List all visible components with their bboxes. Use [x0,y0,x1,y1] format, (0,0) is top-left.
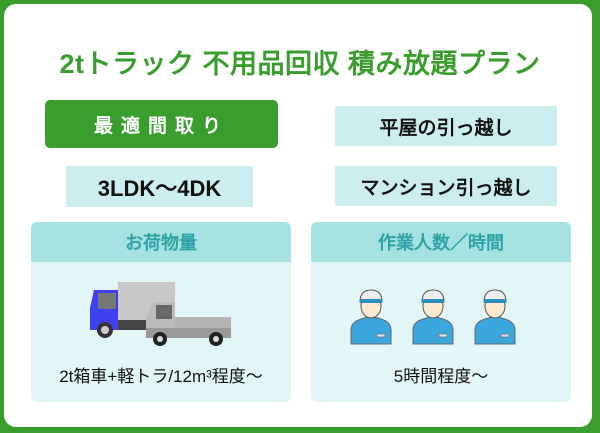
plan-title: 2tトラック 不用品回収 積み放題プラン [59,49,541,79]
workers-card: 作業人数／時間 5時間程度〜 [311,222,571,402]
luggage-amount-text: 2t箱車+軽トラ/12m³程度〜 [59,367,263,386]
luggage-card-header: お荷物量 [31,222,291,262]
hiraya-moving-tag: 平屋の引っ越し [335,106,557,146]
workers-icon [350,289,516,345]
workers-card-header: 作業人数／時間 [311,222,571,262]
mansion-moving-tag: マンション引っ越し [335,166,557,206]
layout-size-tag: 3LDK〜4DK [66,166,253,207]
truck-icon [90,282,231,346]
optimal-layout-label: 最適間取り [45,100,278,148]
luggage-card: お荷物量 2t箱車+軽トラ/12m³程度〜 [31,222,291,402]
work-time-text: 5時間程度〜 [393,367,489,386]
